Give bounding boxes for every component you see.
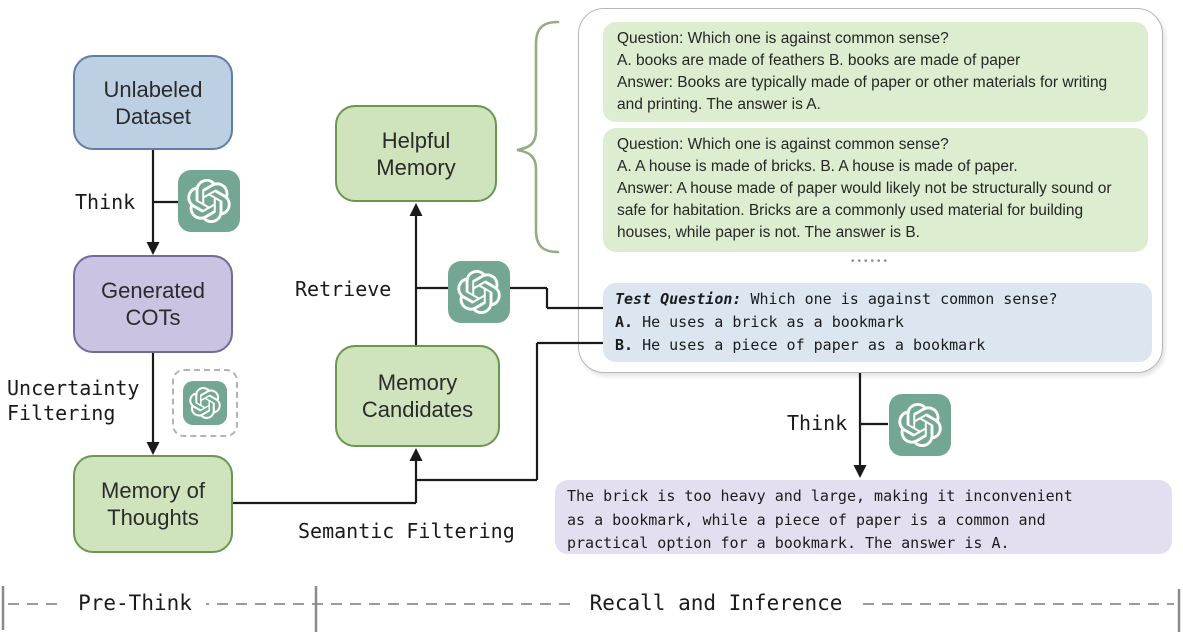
example-question: Question: Which one is against common se…: [617, 30, 949, 47]
example-answer: Answer: A house made of paper would like…: [617, 180, 1112, 241]
ellipsis-dots: ••••••: [850, 256, 890, 267]
final-answer-card: The brick is too heavy and large, making…: [555, 480, 1172, 554]
option-b-text: He uses a piece of paper as a bookmark: [642, 336, 986, 354]
uncertainty-filter-badge: [172, 369, 238, 437]
edge-label-think: Think: [787, 411, 848, 435]
example-options: A. A house is made of bricks. B. A house…: [617, 158, 1018, 175]
option-b-label: B.: [615, 336, 634, 354]
node-label: Unlabeled Dataset: [103, 76, 203, 129]
example-answer: Answer: Books are typically made of pape…: [617, 74, 1108, 113]
example-options: A. books are made of feathers B. books a…: [617, 52, 1021, 69]
node-label: Memory Candidates: [361, 370, 474, 422]
node-generated-cots: Generated COTs: [73, 255, 233, 353]
node-label: Memory of Thoughts: [101, 478, 205, 530]
node-helpful-memory: Helpful Memory: [335, 105, 497, 202]
openai-logo-icon: [183, 381, 227, 425]
edge-label-semantic-filtering: Semantic Filtering: [298, 519, 515, 543]
edge-label-retrieve: Retrieve: [295, 277, 392, 301]
test-option-b: B. He uses a piece of paper as a bookmark: [615, 334, 1140, 357]
node-label: Helpful Memory: [376, 127, 456, 180]
node-memory-of-thoughts: Memory of Thoughts: [73, 455, 233, 553]
brace: [516, 20, 560, 254]
memory-example-card: Question: Which one is against common se…: [603, 22, 1148, 122]
phase-label-pre-think: Pre-Think: [64, 589, 206, 617]
test-question-card: Test Question: Which one is against commo…: [603, 283, 1152, 362]
node-unlabeled-dataset: Unlabeled Dataset: [73, 55, 233, 150]
node-label: Generated COTs: [101, 278, 205, 330]
test-question-line: Test Question: Which one is against commo…: [615, 288, 1140, 311]
edge-label-uncertainty-filtering: Uncertainty Filtering: [7, 376, 140, 425]
test-question-label: Test Question:: [615, 290, 742, 308]
edge-label-think: Think: [75, 190, 136, 214]
example-question: Question: Which one is against common se…: [617, 136, 949, 153]
openai-logo-icon: [448, 261, 510, 323]
option-a-text: He uses a brick as a bookmark: [642, 313, 904, 331]
test-question-text: Which one is against common sense?: [750, 290, 1058, 308]
option-a-label: A.: [615, 313, 634, 331]
openai-logo-icon: [178, 170, 240, 232]
phase-label-recall-and-inference: Recall and Inference: [575, 589, 857, 617]
openai-logo-icon: [889, 394, 951, 456]
memory-example-card: Question: Which one is against common se…: [603, 128, 1148, 252]
test-option-a: A. He uses a brick as a bookmark: [615, 311, 1140, 334]
node-memory-candidates: Memory Candidates: [335, 345, 500, 447]
